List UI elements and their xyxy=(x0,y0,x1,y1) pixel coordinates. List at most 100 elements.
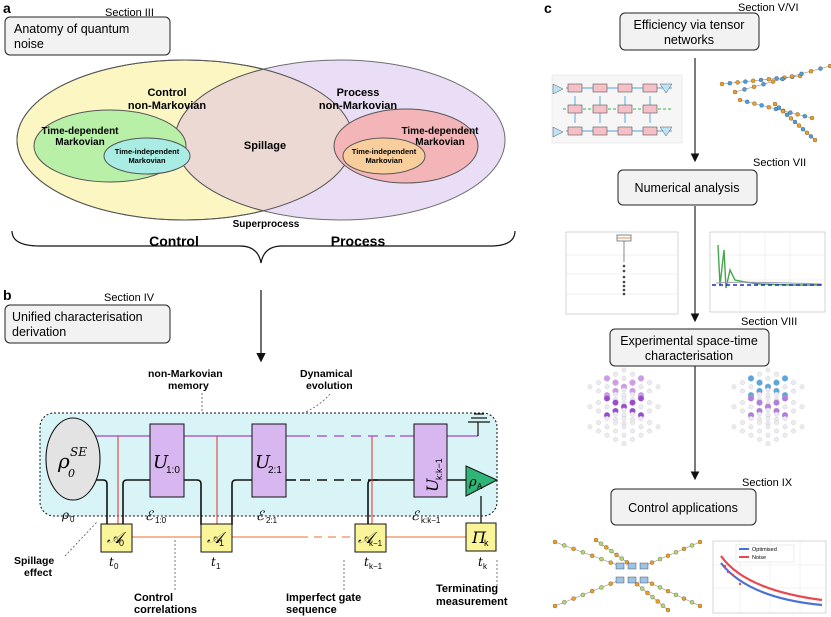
control-net-core xyxy=(639,576,649,584)
control-ellipse-label-2: non-Markovian xyxy=(128,100,207,112)
channel-2-1-sub: 2:1 xyxy=(266,516,278,525)
control-net-node xyxy=(665,607,671,613)
lattice-node xyxy=(799,424,805,430)
lattice-node xyxy=(621,376,627,381)
tn-node xyxy=(776,105,782,110)
control-net-node xyxy=(660,603,666,608)
lattice-node xyxy=(647,428,652,434)
lattice-node xyxy=(765,424,771,430)
tn-node xyxy=(742,87,747,92)
panel-b-title-line1: Unified characterisation xyxy=(12,310,143,324)
lattice-node xyxy=(773,399,780,406)
control-net-node xyxy=(697,603,703,609)
tn-node xyxy=(727,81,732,86)
tn-node xyxy=(770,79,776,84)
lattice-node xyxy=(757,411,762,417)
lattice-node xyxy=(774,437,779,442)
lattice-node xyxy=(748,432,754,438)
lattice-node xyxy=(765,441,771,446)
panel-a-letter: a xyxy=(3,0,11,16)
tensor-network-thumbnail-2 xyxy=(719,63,831,143)
control-net-node xyxy=(619,556,624,561)
tn-node xyxy=(795,112,800,117)
tn-node xyxy=(788,110,793,115)
control-net-node xyxy=(580,592,586,598)
control-net-node xyxy=(580,550,586,555)
control-network-thumbnail xyxy=(552,537,703,613)
lattice-node xyxy=(596,388,601,394)
time-t0-sub: 0 xyxy=(114,562,119,571)
control-net-node xyxy=(650,594,655,600)
time-t0-base: t xyxy=(109,555,114,569)
rho-se-sup: SE xyxy=(70,445,87,459)
lattice-node xyxy=(799,404,805,410)
lattice-node xyxy=(647,408,652,414)
lattice-node xyxy=(765,432,771,438)
lattice-node xyxy=(621,441,627,446)
tn-node xyxy=(772,101,778,107)
tn-node xyxy=(752,101,757,106)
gate-ak-1-sub: k−1 xyxy=(369,539,383,548)
lattice-node xyxy=(621,387,627,393)
lattice-node xyxy=(765,416,771,421)
lattice-node xyxy=(757,420,762,425)
measurement-sub: k xyxy=(484,538,489,548)
tn-node xyxy=(761,82,766,87)
panel-b-title-box xyxy=(4,304,171,344)
gate-a1 xyxy=(200,523,233,553)
lattice-node xyxy=(740,420,745,425)
initial-state-rho-se xyxy=(45,417,101,501)
lattice-node xyxy=(613,391,618,397)
lattice-node xyxy=(630,411,635,417)
tn-node xyxy=(732,89,738,95)
ancilla-state-rho-a xyxy=(465,465,499,497)
panel-c-letter: c xyxy=(544,0,552,16)
tn-node xyxy=(759,103,764,108)
lattice-node xyxy=(757,437,762,442)
note-evolution-1: Dynamical xyxy=(300,368,353,380)
gate-a1-base: 𝒜 xyxy=(207,528,227,547)
control-net-node xyxy=(599,585,604,590)
lattice-node xyxy=(765,387,771,393)
rho-a-base: ρ xyxy=(468,475,477,490)
rho-se-base: ρ xyxy=(57,449,70,473)
panel-a-section: Section III xyxy=(105,7,154,19)
control-net-node xyxy=(689,543,695,548)
tn-node xyxy=(751,78,756,83)
tn-node xyxy=(800,127,806,132)
lattice-node xyxy=(638,416,644,421)
lattice-node xyxy=(637,395,645,402)
lattice-node xyxy=(748,384,754,390)
control-net-node xyxy=(640,586,645,591)
panel-b-letter: b xyxy=(3,287,12,303)
lattice-node xyxy=(629,399,636,406)
lattice-node xyxy=(621,407,627,413)
note-gate-1: Imperfect gate xyxy=(286,592,361,604)
control-net-node xyxy=(655,599,660,604)
control-net-node xyxy=(593,537,599,543)
tn-node xyxy=(804,130,810,135)
lattice-node xyxy=(630,391,635,397)
lattice-node xyxy=(612,399,619,406)
panel-b: b Section IV Unified characterisation de… xyxy=(3,287,508,616)
lattice-node xyxy=(630,420,635,425)
tn-node xyxy=(719,81,725,87)
control-net-node xyxy=(609,548,614,554)
brace-control-label: Control xyxy=(149,233,199,249)
lattice-node xyxy=(604,416,610,421)
unitary-2-1-base: U xyxy=(255,452,271,473)
stage-2-box xyxy=(617,169,758,206)
tn-node xyxy=(792,119,798,125)
lattice-node xyxy=(756,379,763,386)
panel-a-title-box xyxy=(4,16,171,56)
control-net-node xyxy=(608,560,613,565)
control-net-node xyxy=(665,588,671,594)
unitary-2-1 xyxy=(251,423,287,498)
time-tk-sub: k xyxy=(483,562,488,571)
lattice-node xyxy=(748,404,754,410)
legend-optimised: Optimised xyxy=(752,547,777,553)
lattice-node xyxy=(613,428,618,434)
gate-a0-base: 𝒜 xyxy=(107,528,127,547)
panel-a-title-line1: Anatomy of quantum xyxy=(14,22,129,36)
lattice-node xyxy=(613,420,618,425)
